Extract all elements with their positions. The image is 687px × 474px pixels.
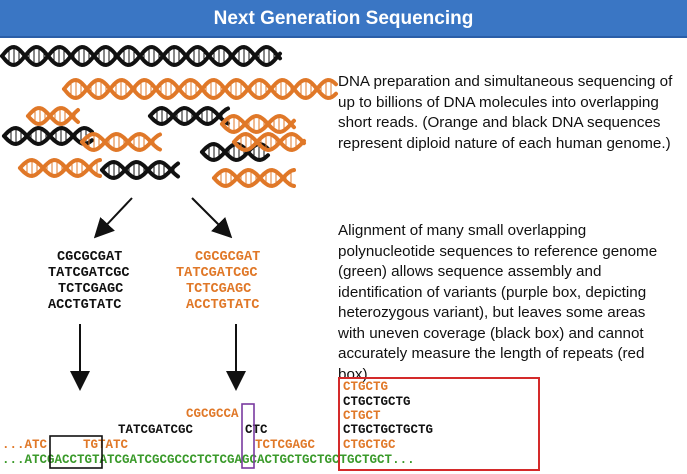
aligned-read-orange-b: TGTATC bbox=[83, 438, 129, 452]
dna-fragment-black-4 bbox=[100, 159, 180, 181]
aligned-read-black-b: CTC bbox=[245, 423, 268, 437]
dna-fragment-orange-2 bbox=[220, 113, 296, 135]
orange-read-1: CGCGCGAT bbox=[195, 250, 261, 265]
black-read-2: TATCGATCGC bbox=[48, 266, 130, 281]
heterozygous-variant-box bbox=[241, 403, 255, 469]
dna-fragment-orange-1 bbox=[26, 106, 80, 126]
aligned-read-orange-top: CGCGCCA bbox=[186, 407, 239, 421]
aligned-read-orange-c: TCTCGAGC bbox=[255, 438, 316, 452]
arrow-to-black-reads bbox=[93, 197, 133, 239]
dna-strand-full-orange bbox=[62, 77, 338, 101]
repeat-read-2: CTGCTGCTG bbox=[343, 395, 411, 409]
black-read-4: ACCTGTATC bbox=[48, 298, 122, 313]
black-read-3: TCTCGAGC bbox=[58, 282, 124, 297]
page-title: Next Generation Sequencing bbox=[213, 8, 474, 29]
dna-fragment-orange-6 bbox=[212, 167, 296, 189]
repeat-read-4: CTGCTGCTGCTG bbox=[343, 423, 434, 437]
repeat-read-1: CTGCTG bbox=[343, 380, 389, 394]
orange-read-4: ACCTGTATC bbox=[186, 298, 260, 313]
repeat-read-3: CTGCT bbox=[343, 409, 381, 423]
preparation-description: DNA preparation and simultaneous sequenc… bbox=[338, 73, 673, 152]
arrow-to-orange-reads bbox=[191, 197, 233, 239]
orange-read-3: TCTCGAGC bbox=[186, 282, 252, 297]
dna-fragment-black-1 bbox=[148, 105, 230, 127]
repeat-region-box bbox=[338, 377, 540, 471]
dna-strand-full-black bbox=[0, 44, 282, 68]
dna-fragment-black-2 bbox=[2, 125, 94, 147]
header-bar: Next Generation Sequencing bbox=[0, 0, 687, 38]
aligned-read-black-a: TATCGATCGC bbox=[118, 423, 194, 437]
dna-fragment-orange-5 bbox=[18, 157, 102, 179]
dna-fragment-orange-4 bbox=[232, 131, 306, 153]
repeat-read-5: CTGCTGC bbox=[343, 438, 396, 452]
orange-read-2: TATCGATCGC bbox=[176, 266, 258, 281]
aligned-read-orange-a: ...ATC bbox=[2, 438, 48, 452]
uneven-coverage-box bbox=[49, 435, 103, 469]
reference-genome: ...ATCGACCTGTATCGATCGCGCCCTCTCGAGCACTGCT… bbox=[2, 453, 415, 467]
black-read-1: CGCGCGAT bbox=[57, 250, 123, 265]
alignment-description: Alignment of many small overlapping poly… bbox=[338, 222, 658, 383]
dna-fragment-orange-3 bbox=[80, 131, 162, 153]
